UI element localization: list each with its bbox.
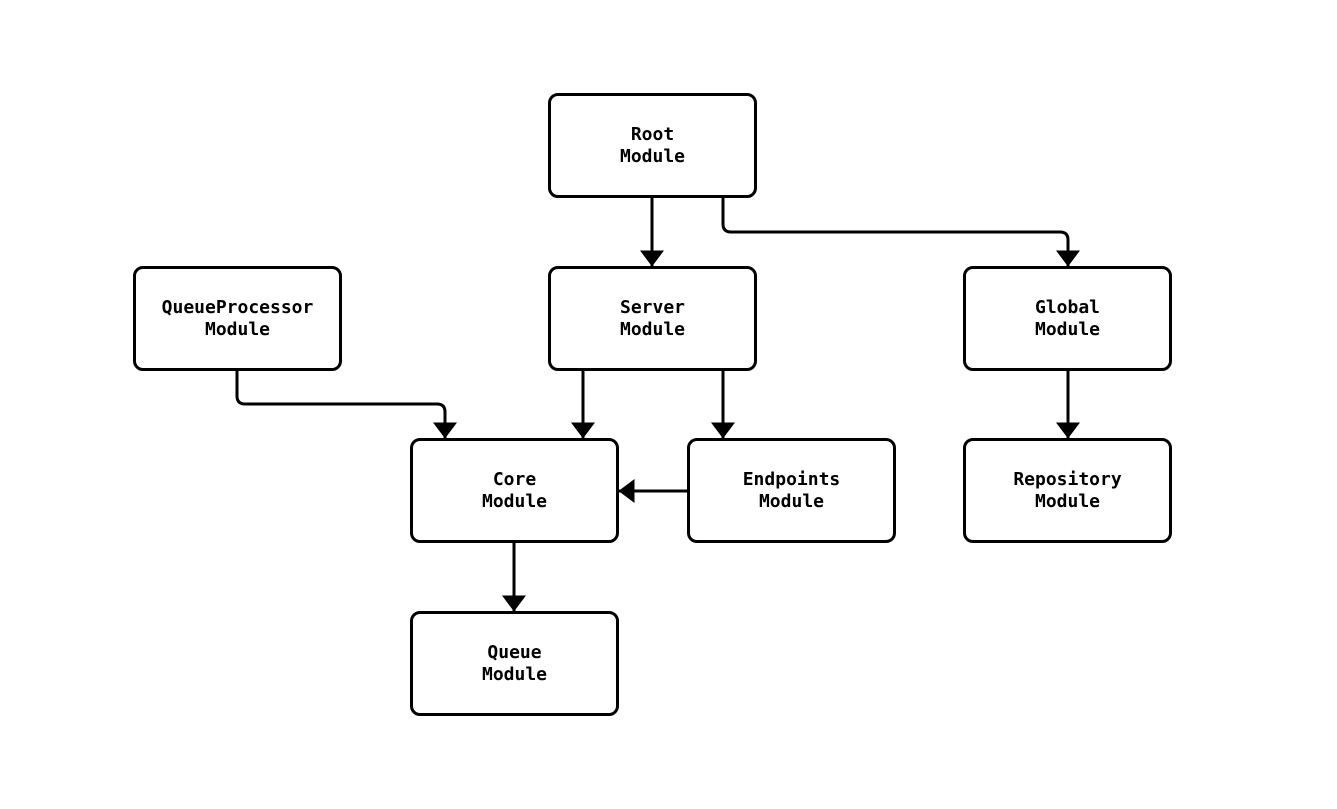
node-queueprocessor: QueueProcessor Module bbox=[133, 266, 342, 371]
node-endpoints: Endpoints Module bbox=[687, 438, 896, 543]
node-server: Server Module bbox=[548, 266, 757, 371]
node-queue: Queue Module bbox=[410, 611, 619, 716]
node-repository: Repository Module bbox=[963, 438, 1172, 543]
node-label: Server Module bbox=[619, 296, 686, 340]
node-label: Endpoints Module bbox=[742, 468, 841, 512]
node-label: Global Module bbox=[1034, 296, 1101, 340]
node-label: Queue Module bbox=[481, 641, 548, 685]
node-label: Root Module bbox=[619, 123, 686, 167]
node-global: Global Module bbox=[963, 266, 1172, 371]
edge-queueprocessor-to-core bbox=[235, 369, 457, 440]
edge-root-to-global bbox=[721, 196, 1080, 268]
node-core: Core Module bbox=[410, 438, 619, 543]
node-root: Root Module bbox=[548, 93, 757, 198]
node-label: Repository Module bbox=[1013, 468, 1122, 512]
node-label: Core Module bbox=[481, 468, 548, 512]
node-label: QueueProcessor Module bbox=[161, 296, 314, 340]
